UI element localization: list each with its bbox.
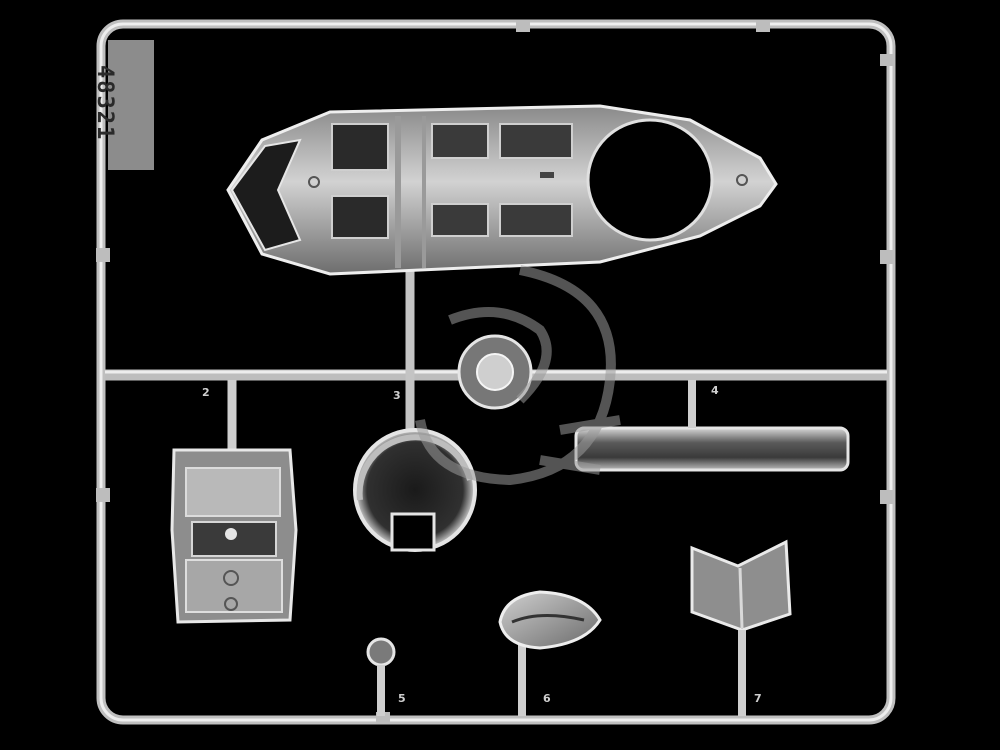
part-number-label: 2 (202, 386, 210, 399)
small-round-part (366, 637, 396, 716)
part-number-label: 3 (393, 389, 401, 402)
cockpit-panel-part (170, 380, 298, 624)
part-number-label: 7 (754, 692, 762, 705)
part-number-label: 5 (398, 692, 406, 705)
part-number-label: 4 (711, 384, 719, 397)
kit-number-label: 48321 (92, 40, 154, 170)
dome-part (353, 428, 477, 552)
kit-number-plate (108, 40, 154, 170)
sprue-tabs (96, 20, 894, 724)
windscreen-part (498, 590, 602, 716)
part-number-label: 6 (543, 692, 551, 705)
canopy-part (226, 104, 778, 276)
kit-number-text: 48321 (92, 65, 117, 142)
watermark-logo (415, 265, 621, 486)
screen-part (690, 539, 792, 716)
sprue-hub (457, 334, 533, 410)
